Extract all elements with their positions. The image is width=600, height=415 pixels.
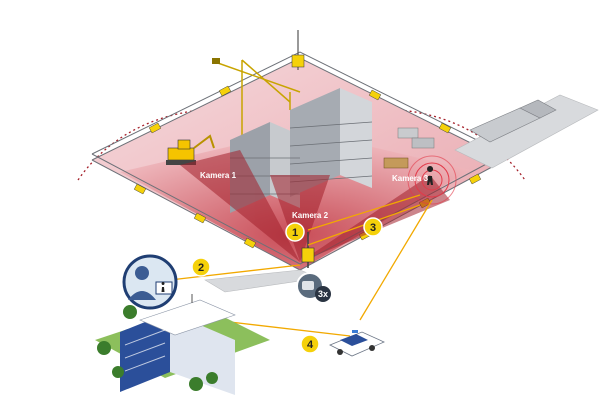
monitoring-operator bbox=[122, 254, 178, 310]
step-marker-3: 3 bbox=[363, 217, 383, 237]
zoom-label: 3x bbox=[318, 289, 328, 299]
step-marker-4: 4 bbox=[300, 334, 320, 354]
office-building bbox=[95, 294, 270, 395]
step-marker-1: 1 bbox=[285, 222, 305, 242]
zoom-camera-badge: 3x bbox=[296, 272, 331, 302]
tower-crane bbox=[214, 59, 301, 140]
camera-2-label: Kamera 2 bbox=[292, 211, 329, 220]
svg-text:2: 2 bbox=[198, 262, 204, 274]
camera-1-label: Kamera 1 bbox=[200, 171, 237, 180]
intruder-figure bbox=[427, 166, 434, 185]
camera-mast-2 bbox=[301, 232, 315, 268]
crane-counterweight bbox=[212, 58, 220, 64]
trees bbox=[97, 305, 218, 391]
material-stacks bbox=[383, 127, 435, 169]
svg-text:3: 3 bbox=[370, 222, 376, 234]
light-mast bbox=[291, 30, 305, 70]
alarm-flow-lines bbox=[169, 194, 433, 337]
svg-text:4: 4 bbox=[307, 339, 314, 351]
camera-3-label: Kamera 3 bbox=[392, 174, 429, 183]
excavator bbox=[166, 134, 215, 165]
svg-text:1: 1 bbox=[292, 227, 298, 239]
truck bbox=[469, 99, 557, 143]
step-marker-2: 2 bbox=[191, 257, 211, 277]
police-car bbox=[329, 330, 385, 357]
